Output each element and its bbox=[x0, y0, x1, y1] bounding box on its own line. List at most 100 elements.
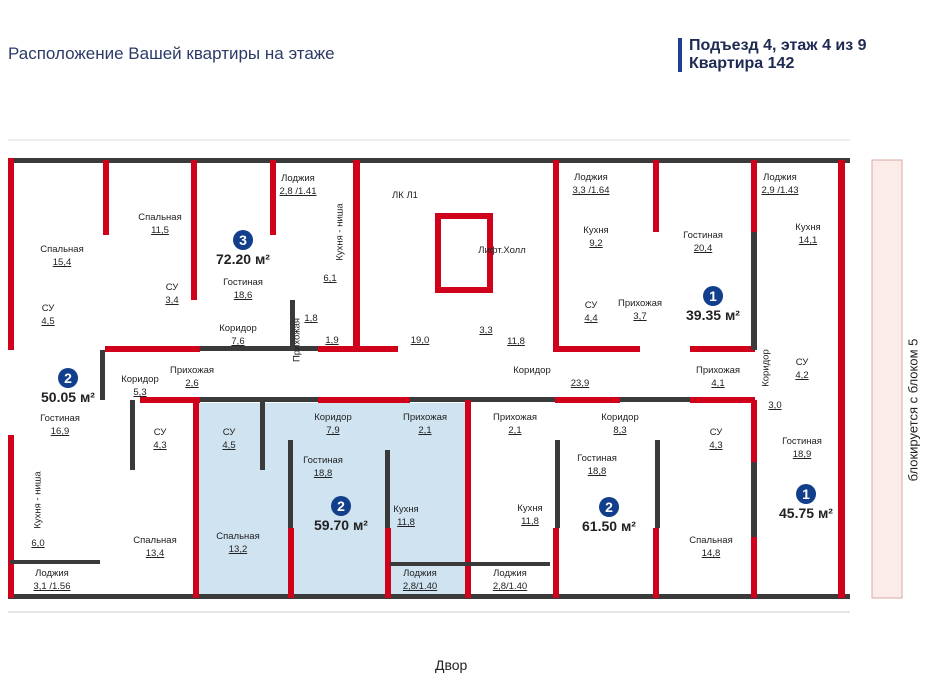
room-name: Прихожая bbox=[617, 298, 663, 309]
walls bbox=[8, 158, 850, 599]
room-name: Гостиная bbox=[303, 455, 343, 466]
room-name: Лифт.Холл bbox=[478, 245, 526, 256]
bearing-wall bbox=[653, 528, 659, 598]
bearing-wall bbox=[385, 528, 391, 598]
room-label: Коридор bbox=[760, 349, 773, 387]
room-area: 23,9 bbox=[570, 378, 590, 389]
bearing-wall bbox=[487, 213, 493, 293]
bearing-wall bbox=[751, 400, 757, 462]
room-name: СУ bbox=[165, 282, 179, 293]
room-area: 4,4 bbox=[584, 313, 598, 324]
room-area: 2,1 bbox=[508, 425, 522, 436]
room-area: 4,2 bbox=[795, 370, 809, 381]
bearing-wall bbox=[553, 346, 640, 352]
room-name: Прихожая bbox=[402, 412, 448, 423]
room-name: Кухня - ниша bbox=[334, 203, 346, 261]
room-name: Спальная bbox=[133, 535, 177, 546]
room-area: 1,8 bbox=[304, 313, 318, 324]
room-count-icon: 1 bbox=[702, 286, 723, 306]
room-area: 4,5 bbox=[222, 440, 236, 451]
room-name: СУ bbox=[153, 427, 167, 438]
room-count-icon: 1 bbox=[795, 484, 816, 504]
wall bbox=[130, 400, 135, 470]
room-area: 4,1 bbox=[711, 378, 725, 389]
wall bbox=[655, 440, 660, 528]
bearing-wall bbox=[690, 346, 755, 352]
entrance-floor-info: Подъезд 4, этаж 4 из 9 bbox=[689, 37, 867, 54]
room-label: Коридор bbox=[513, 364, 551, 377]
bearing-wall bbox=[8, 158, 14, 350]
room-name: Лоджия bbox=[281, 173, 315, 184]
bearing-wall bbox=[553, 160, 559, 352]
room-name: Спальная bbox=[138, 212, 182, 223]
room-area: 20,4 bbox=[693, 243, 713, 254]
bearing-wall bbox=[105, 346, 200, 352]
room-label: Кухня - ниша bbox=[32, 471, 45, 528]
wall bbox=[410, 397, 555, 402]
room-label: СУ 4,3 bbox=[709, 426, 722, 452]
bearing-wall bbox=[8, 435, 14, 598]
room-area: 3,3 /1.64 bbox=[572, 185, 610, 196]
bearing-wall bbox=[751, 160, 757, 232]
room-label: Кухня - ниша bbox=[334, 203, 347, 260]
room-label: ЛК Л1 bbox=[392, 189, 418, 202]
wall bbox=[8, 158, 850, 163]
wall bbox=[10, 560, 100, 564]
room-area: 7,6 bbox=[231, 336, 245, 347]
room-area: 3,0 bbox=[768, 400, 782, 411]
room-count-icon: 3 bbox=[232, 230, 253, 250]
room-area: 14,1 bbox=[798, 235, 818, 246]
bearing-wall bbox=[435, 213, 441, 293]
bearing-wall bbox=[318, 397, 410, 403]
bearing-wall bbox=[465, 400, 471, 598]
room-name: Кухня bbox=[517, 503, 543, 514]
room-area: 9,2 bbox=[589, 238, 603, 249]
room-label: Прихожая bbox=[291, 318, 304, 362]
wall bbox=[100, 350, 105, 400]
room-name: Коридор bbox=[760, 349, 772, 387]
room-area: 19,0 bbox=[410, 335, 430, 346]
room-name: СУ bbox=[41, 303, 55, 314]
wall bbox=[751, 232, 757, 350]
apartment-number: Квартира 142 bbox=[689, 55, 795, 72]
bearing-wall bbox=[553, 528, 559, 598]
room-name: Спальная bbox=[40, 244, 84, 255]
room-name: Кухня bbox=[393, 504, 419, 515]
wall bbox=[390, 562, 470, 566]
room-area: 13,4 bbox=[145, 548, 165, 559]
room-area: 11,8 bbox=[521, 516, 539, 527]
room-name: Гостиная bbox=[40, 413, 80, 424]
wall bbox=[290, 300, 295, 350]
room-name: СУ bbox=[709, 427, 723, 438]
room-area: 4,3 bbox=[709, 440, 723, 451]
room-area: 15,4 bbox=[52, 257, 72, 268]
room-name: Прихожая bbox=[291, 317, 303, 363]
room-label: 1,8 bbox=[304, 312, 317, 325]
room-name: Гостиная bbox=[683, 230, 723, 241]
room-area: 16,9 bbox=[50, 426, 70, 437]
room-area: 6,1 bbox=[323, 273, 337, 284]
bearing-wall bbox=[140, 397, 200, 403]
room-label: Гостиная 16,9 bbox=[40, 412, 80, 438]
room-area: 13,2 bbox=[228, 544, 248, 555]
room-area: 6,0 bbox=[31, 538, 45, 549]
